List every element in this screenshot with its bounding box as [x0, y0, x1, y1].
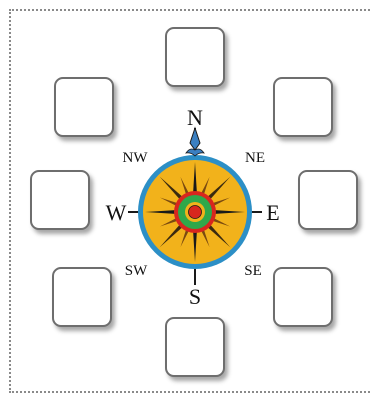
answer-box-south[interactable] [165, 317, 225, 377]
label-south: S [189, 284, 201, 309]
answer-box-north[interactable] [165, 27, 225, 87]
rose-ray [203, 176, 231, 204]
label-northeast: NE [245, 150, 265, 166]
label-west: W [106, 200, 127, 225]
rose-ray [159, 220, 187, 248]
center-dot [188, 205, 202, 219]
label-southwest: SW [125, 263, 148, 279]
answer-box-northeast[interactable] [273, 77, 333, 137]
rose-ray [159, 176, 187, 204]
label-northwest: NW [123, 150, 149, 166]
rose-ray [192, 225, 198, 262]
answer-box-east[interactable] [298, 170, 358, 230]
worksheet-frame [9, 9, 371, 393]
answer-box-southeast[interactable] [273, 267, 333, 327]
answer-box-southwest[interactable] [52, 267, 112, 327]
answer-box-northwest[interactable] [54, 77, 114, 137]
label-east: E [266, 200, 279, 225]
rose-ray [203, 220, 231, 248]
label-southeast: SE [244, 263, 262, 279]
label-north: N [187, 105, 203, 130]
north-pointer-icon [185, 126, 205, 157]
rose-ray [208, 209, 245, 215]
rose-ray [145, 209, 182, 215]
answer-box-west[interactable] [30, 170, 90, 230]
rose-ray [192, 162, 198, 199]
